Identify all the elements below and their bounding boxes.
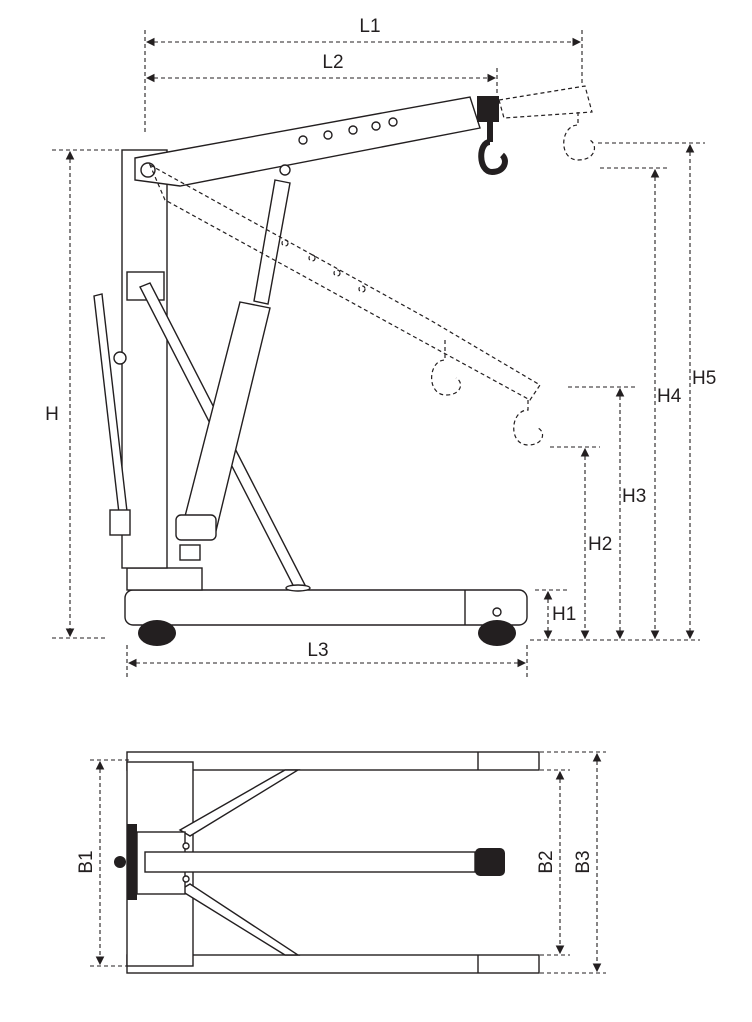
boom-holes	[298, 117, 398, 145]
handle-pivot	[113, 351, 127, 365]
base-bolt	[492, 607, 502, 617]
brace-bottom	[178, 883, 301, 956]
dimensions-side: L1 L2 H L3 H1 H2 H3 H4 H5	[45, 16, 716, 678]
boom-top	[144, 851, 476, 873]
leg-top	[126, 751, 540, 771]
label-h5: H5	[692, 368, 716, 389]
boom-end-cap	[475, 848, 505, 876]
pump-body	[109, 509, 131, 536]
ram-rod	[253, 179, 291, 305]
ram-pin	[279, 164, 291, 176]
mast-socket	[126, 567, 203, 591]
brace-foot	[285, 584, 311, 592]
front-wheel	[478, 620, 516, 646]
label-l3: L3	[307, 640, 328, 661]
label-l1: L1	[359, 16, 380, 37]
dimensions-top: B1 B2 B3	[76, 751, 606, 974]
label-b2: B2	[536, 850, 557, 873]
boom-lowered-ghost	[148, 163, 541, 401]
label-b3: B3	[573, 850, 594, 873]
top-view	[114, 751, 540, 974]
label-h2: H2	[588, 534, 612, 555]
label-h4: H4	[657, 386, 682, 407]
hook-ghost-low	[513, 400, 544, 446]
label-b1: B1	[76, 850, 97, 873]
side-view	[93, 85, 596, 646]
ram-mount	[179, 544, 201, 561]
mast	[121, 149, 168, 569]
brace-top	[178, 769, 301, 837]
base-frame	[124, 589, 528, 626]
hook-ghost-mid	[431, 340, 462, 396]
ram-base	[175, 514, 217, 541]
pump	[127, 824, 137, 900]
boom-extended-ghost	[498, 85, 593, 119]
rear-wheel	[138, 620, 176, 646]
label-h3: H3	[622, 486, 646, 507]
boom	[134, 96, 481, 187]
hook-icon	[478, 122, 508, 176]
hook-ghost-high	[563, 112, 596, 161]
boom-pivot	[140, 162, 156, 178]
label-h1: H1	[552, 604, 576, 625]
lowered-holes	[281, 239, 366, 293]
label-l2: L2	[322, 52, 343, 73]
label-h: H	[45, 404, 59, 425]
handle-socket	[114, 856, 126, 868]
boom-extension-tip	[477, 96, 499, 122]
